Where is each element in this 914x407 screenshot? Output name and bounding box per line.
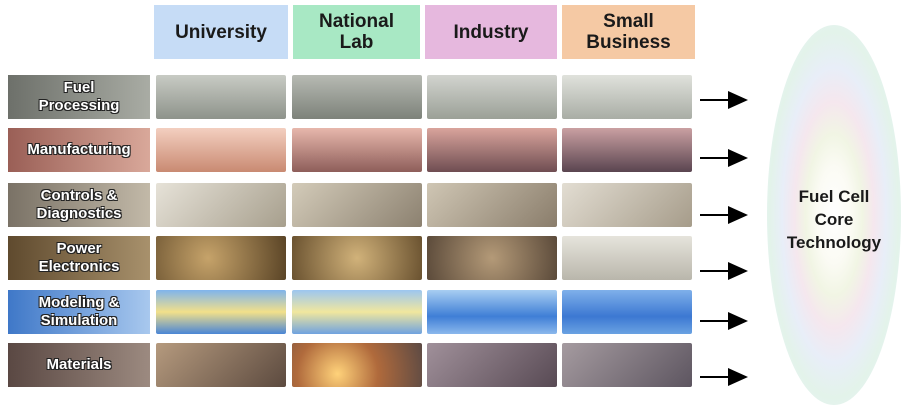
- tile-fuel-processing-university: [156, 75, 286, 119]
- tile-controls-small-business: [562, 183, 692, 227]
- tile-modeling-university: [156, 290, 286, 334]
- tile-materials-industry: [427, 343, 557, 387]
- tile-power-university: [156, 236, 286, 280]
- arrow-right-icon: [700, 91, 748, 109]
- row-label-manufacturing: Manufacturing: [8, 128, 150, 172]
- tile-power-small-business: [562, 236, 692, 280]
- arrow-right-icon: [700, 149, 748, 167]
- row-label-fuel-processing: Fuel Processing: [8, 75, 150, 119]
- row-label-power-electronics: Power Electronics: [8, 236, 150, 280]
- tile-manufacturing-university: [156, 128, 286, 172]
- tile-controls-industry: [427, 183, 557, 227]
- core-technology-ellipse: [767, 25, 901, 405]
- arrow-right-icon: [700, 368, 748, 386]
- column-header-industry: Industry: [425, 5, 557, 59]
- tile-manufacturing-industry: [427, 128, 557, 172]
- tile-materials-national-lab: [292, 343, 422, 387]
- tile-controls-national-lab: [292, 183, 422, 227]
- core-technology-label: Fuel Cell Core Technology: [786, 187, 882, 252]
- row-label-modeling-simulation: Modeling & Simulation: [8, 290, 150, 334]
- tile-fuel-processing-small-business: [562, 75, 692, 119]
- column-header-university: University: [154, 5, 288, 59]
- tile-modeling-small-business: [562, 290, 692, 334]
- tile-power-industry: [427, 236, 557, 280]
- column-header-national-lab: National Lab: [293, 5, 420, 59]
- row-label-controls-diagnostics: Controls & Diagnostics: [8, 183, 150, 227]
- tile-manufacturing-small-business: [562, 128, 692, 172]
- arrow-right-icon: [700, 312, 748, 330]
- tile-fuel-processing-national-lab: [292, 75, 422, 119]
- arrow-right-icon: [700, 262, 748, 280]
- tile-materials-small-business: [562, 343, 692, 387]
- tile-controls-university: [156, 183, 286, 227]
- tile-manufacturing-national-lab: [292, 128, 422, 172]
- column-header-small-business: Small Business: [562, 5, 695, 59]
- tile-power-national-lab: [292, 236, 422, 280]
- row-label-materials: Materials: [8, 343, 150, 387]
- tile-materials-university: [156, 343, 286, 387]
- tile-modeling-industry: [427, 290, 557, 334]
- arrow-right-icon: [700, 206, 748, 224]
- tile-modeling-national-lab: [292, 290, 422, 334]
- tile-fuel-processing-industry: [427, 75, 557, 119]
